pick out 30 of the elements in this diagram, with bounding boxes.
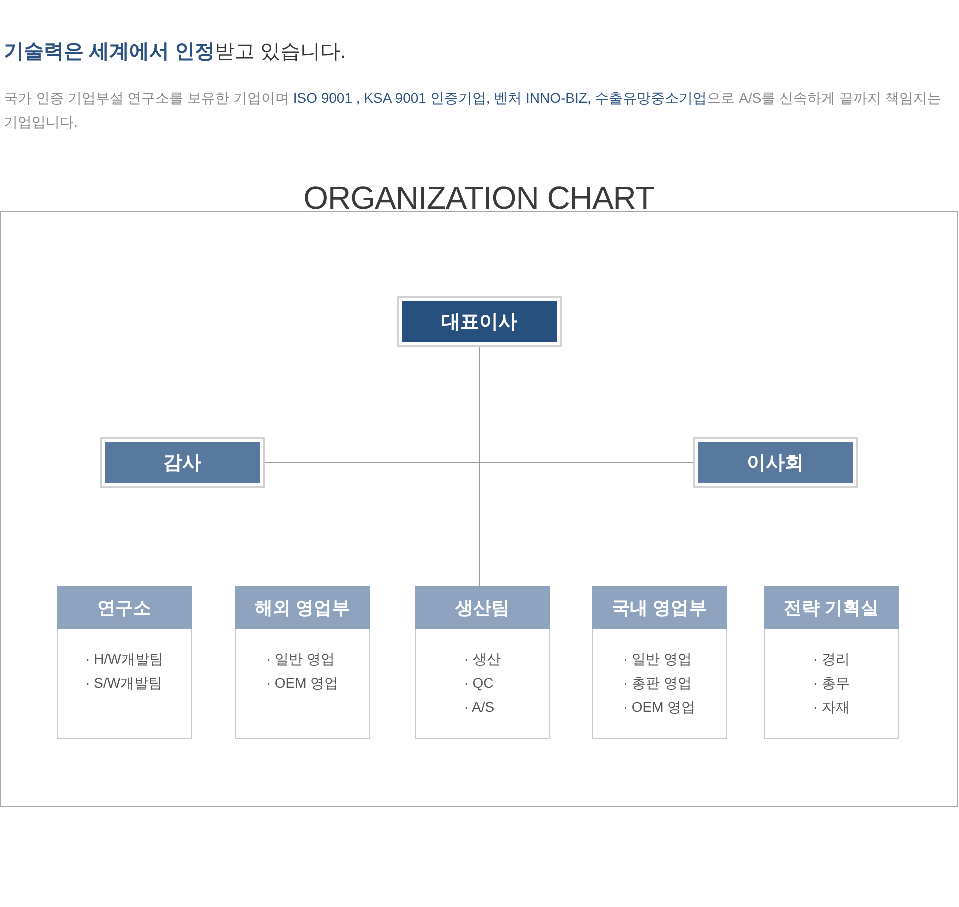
department-card [235, 586, 370, 739]
list-item: · 일반 영업 [623, 650, 693, 669]
list-item: · 총판 영업 [623, 674, 693, 693]
list-item: · 일반 영업 [266, 650, 336, 669]
page-title: 기술력은 세계에서 인정받고 있습니다. [4, 40, 346, 65]
list-item: · 자재 [813, 698, 850, 717]
department-header: 전략 기획실 [764, 586, 899, 629]
position-box: 이사회 [693, 437, 858, 488]
position-box: 감사 [100, 437, 265, 488]
department-header: 생산팀 [415, 586, 550, 629]
department-header: 연구소 [57, 586, 192, 629]
list-item: · OEM 영업 [623, 698, 696, 717]
list-item: · OEM 영업 [266, 674, 339, 693]
list-item: · 경리 [813, 650, 850, 669]
chart-heading: ORGANIZATION CHART [304, 182, 654, 214]
list-item: · A/S [464, 698, 496, 717]
department-header: 해외 영업부 [235, 586, 370, 629]
list-item: · 총무 [813, 674, 850, 693]
department-card [764, 586, 899, 739]
position-box: 대표이사 [397, 296, 562, 347]
list-item: · S/W개발팀 [86, 674, 164, 693]
list-item: · 생산 [464, 650, 501, 669]
department-header: 국내 영업부 [592, 586, 727, 629]
intro-paragraph: 국가 인증 기업부설 연구소를 보유한 기업이며 ISO 9001 , KSA 9001 인증기업, 벤처 INNO-BIZ, 수출유망중소기업으로 A/S를 신속하게 끝까지 책임지는 기업입니다. [4, 89, 942, 132]
list-item: · H/W개발팀 [86, 650, 164, 669]
connector-line [479, 346, 480, 586]
department-card [415, 586, 550, 739]
department-card [57, 586, 192, 739]
department-card [592, 586, 727, 739]
list-item: · QC [464, 674, 495, 693]
